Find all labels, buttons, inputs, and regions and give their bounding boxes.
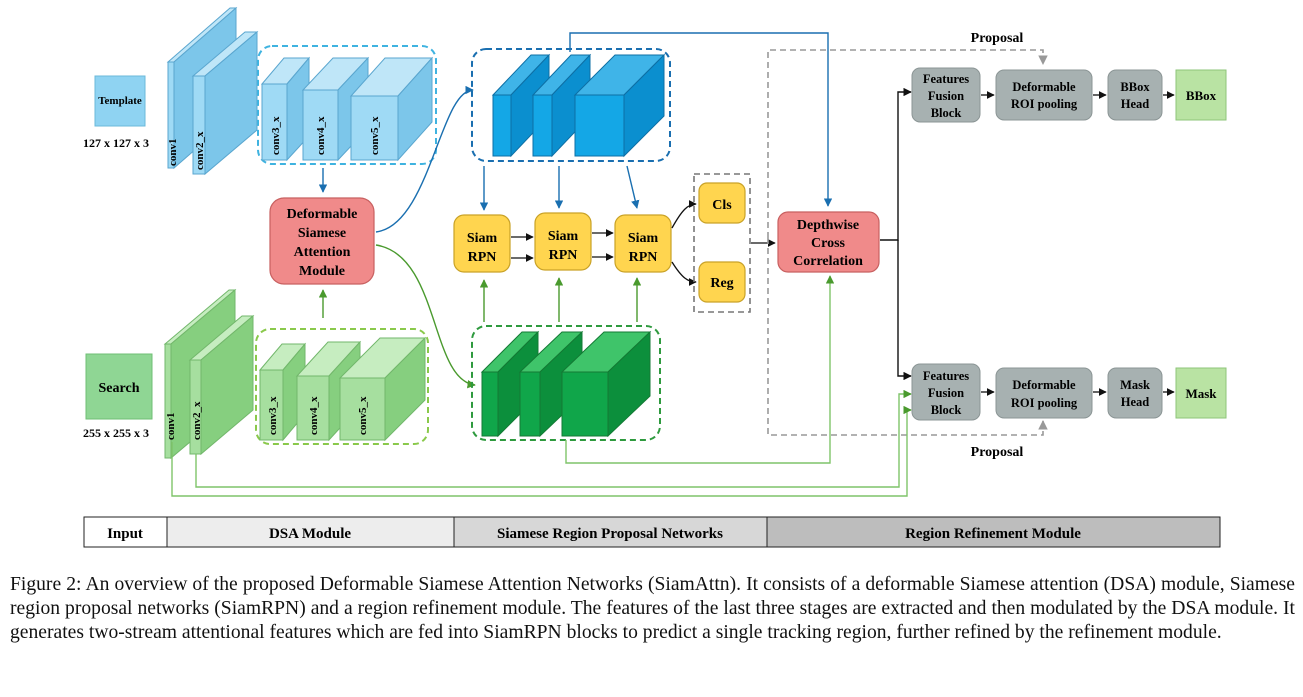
roi-bottom-line-1: Deformable bbox=[1012, 378, 1076, 392]
xcorr-line-3: Correlation bbox=[793, 254, 863, 269]
search-conv5-layer bbox=[339, 377, 386, 441]
siamrpn-block-3-line-2: RPN bbox=[629, 250, 658, 265]
roi-pooling-block-top bbox=[995, 69, 1093, 121]
roi-pooling-block-bottom bbox=[995, 367, 1093, 419]
search-dsa-group bbox=[255, 328, 429, 445]
mask-head-block bbox=[1107, 367, 1163, 419]
search-conv3-label: conv3_x bbox=[267, 396, 279, 435]
fusion-bottom-line-1: Features bbox=[923, 369, 969, 383]
roi-top-line-1: Deformable bbox=[1012, 80, 1076, 94]
roi-top-line-2: ROI pooling bbox=[1011, 97, 1078, 111]
template-attention-feature-1 bbox=[492, 94, 512, 157]
template-input-label: Template bbox=[98, 95, 142, 107]
legend-siamrpn-label: Siamese Region Proposal Networks bbox=[497, 526, 723, 542]
reg-label: Reg bbox=[710, 276, 733, 291]
bbox-head-line-1: BBox bbox=[1120, 80, 1150, 94]
bbox-head-block bbox=[1107, 69, 1163, 121]
reg-block bbox=[698, 261, 746, 303]
roi-bottom-line-2: ROI pooling bbox=[1011, 396, 1078, 410]
search-conv2-label: conv2_x bbox=[191, 401, 203, 440]
template-conv1-label: conv1 bbox=[167, 139, 179, 167]
fusion-top-line-2: Fusion bbox=[928, 89, 964, 103]
figure-caption-text: Figure 2: An overview of the proposed De… bbox=[10, 574, 1295, 643]
template-attention-feature-3 bbox=[574, 94, 625, 157]
fusion-bottom-line-2: Fusion bbox=[928, 386, 964, 400]
siamrpn-block-1 bbox=[453, 214, 511, 273]
fusion-top-line-3: Block bbox=[931, 106, 962, 120]
fusion-bottom-line-3: Block bbox=[931, 403, 962, 417]
legend-dsa-label: DSA Module bbox=[269, 526, 351, 542]
xcorr-line-1: Depthwise bbox=[797, 218, 859, 233]
search-attention-feature-2 bbox=[519, 371, 541, 437]
xcorr-line-2: Cross bbox=[811, 236, 846, 251]
template-dsa-group bbox=[257, 45, 437, 165]
template-input-box bbox=[94, 75, 146, 127]
legend-siamrpn-cell bbox=[453, 516, 768, 548]
template-conv4-layer bbox=[302, 89, 339, 161]
figure-caption: Figure 2: An overview of the proposed De… bbox=[10, 573, 1295, 645]
fusion-top-line-1: Features bbox=[923, 72, 969, 86]
bbox-head-line-2: Head bbox=[1121, 97, 1150, 111]
legend-input-label: Input bbox=[107, 526, 143, 542]
mask-output-box bbox=[1175, 367, 1227, 419]
siamrpn-block-2-line-2: RPN bbox=[549, 248, 578, 263]
template-attention-feature-2 bbox=[532, 94, 553, 157]
siamrpn-block-3 bbox=[614, 214, 672, 273]
mask-output-label: Mask bbox=[1185, 386, 1217, 401]
legend-refinement-label: Region Refinement Module bbox=[905, 526, 1081, 542]
template-conv5-label: conv5_x bbox=[369, 116, 381, 155]
template-conv1-layer bbox=[167, 61, 175, 169]
search-conv1-label: conv1 bbox=[165, 413, 177, 441]
dsa-module-line-2: Siamese bbox=[298, 226, 346, 241]
dsa-module-line-1: Deformable bbox=[287, 207, 358, 222]
siamrpn-block-3-line-1: Siam bbox=[628, 231, 659, 246]
template-conv3-label: conv3_x bbox=[270, 116, 282, 155]
search-conv1-layer bbox=[164, 343, 172, 459]
dsa-module-line-4: Module bbox=[299, 264, 345, 279]
cls-reg-group bbox=[693, 173, 751, 313]
fusion-block-top bbox=[911, 67, 981, 123]
proposal-label-top: Proposal bbox=[971, 31, 1024, 46]
siamrpn-block-1-line-1: Siam bbox=[467, 231, 498, 246]
module-legend-bar: Input DSA Module Siamese Region Proposal… bbox=[83, 516, 1221, 548]
siamattn-architecture-diagram: Template 127 x 127 x 3 Search 255 x 255 … bbox=[83, 6, 1227, 548]
template-conv3-layer bbox=[261, 83, 288, 161]
dsa-module-block bbox=[269, 197, 375, 285]
template-conv2-label: conv2_x bbox=[194, 131, 206, 170]
cls-block bbox=[698, 182, 746, 224]
siamrpn-block-2-line-1: Siam bbox=[548, 229, 579, 244]
depthwise-xcorr-block bbox=[777, 211, 880, 273]
mask-head-line-1: Mask bbox=[1120, 378, 1150, 392]
fusion-block-bottom bbox=[911, 363, 981, 421]
siamrpn-block-2 bbox=[534, 212, 592, 271]
search-attention-feature-1 bbox=[481, 371, 499, 437]
template-conv2-layer bbox=[192, 75, 206, 175]
mask-head-line-2: Head bbox=[1121, 395, 1150, 409]
search-conv4-layer bbox=[296, 375, 330, 441]
search-conv3-layer bbox=[259, 369, 284, 441]
search-size-label: 255 x 255 x 3 bbox=[83, 426, 149, 440]
search-input-label: Search bbox=[99, 381, 140, 396]
template-attention-features-group bbox=[471, 48, 671, 162]
search-attention-features-group bbox=[471, 325, 661, 441]
siamrpn-block-1-line-2: RPN bbox=[468, 250, 497, 265]
template-conv4-label: conv4_x bbox=[315, 116, 327, 155]
legend-refinement-cell bbox=[766, 516, 1221, 548]
search-conv5-label: conv5_x bbox=[357, 396, 369, 435]
bbox-output-label: BBox bbox=[1186, 88, 1217, 103]
template-size-label: 127 x 127 x 3 bbox=[83, 136, 149, 150]
legend-dsa-cell bbox=[166, 516, 455, 548]
search-conv4-label: conv4_x bbox=[308, 396, 320, 435]
dsa-module-line-3: Attention bbox=[294, 245, 351, 260]
cls-label: Cls bbox=[712, 198, 732, 213]
bbox-output-box bbox=[1175, 69, 1227, 121]
search-attention-feature-3 bbox=[561, 371, 609, 437]
proposal-label-bottom: Proposal bbox=[971, 445, 1024, 460]
template-conv5-layer bbox=[350, 95, 399, 161]
search-input-box bbox=[85, 353, 153, 420]
